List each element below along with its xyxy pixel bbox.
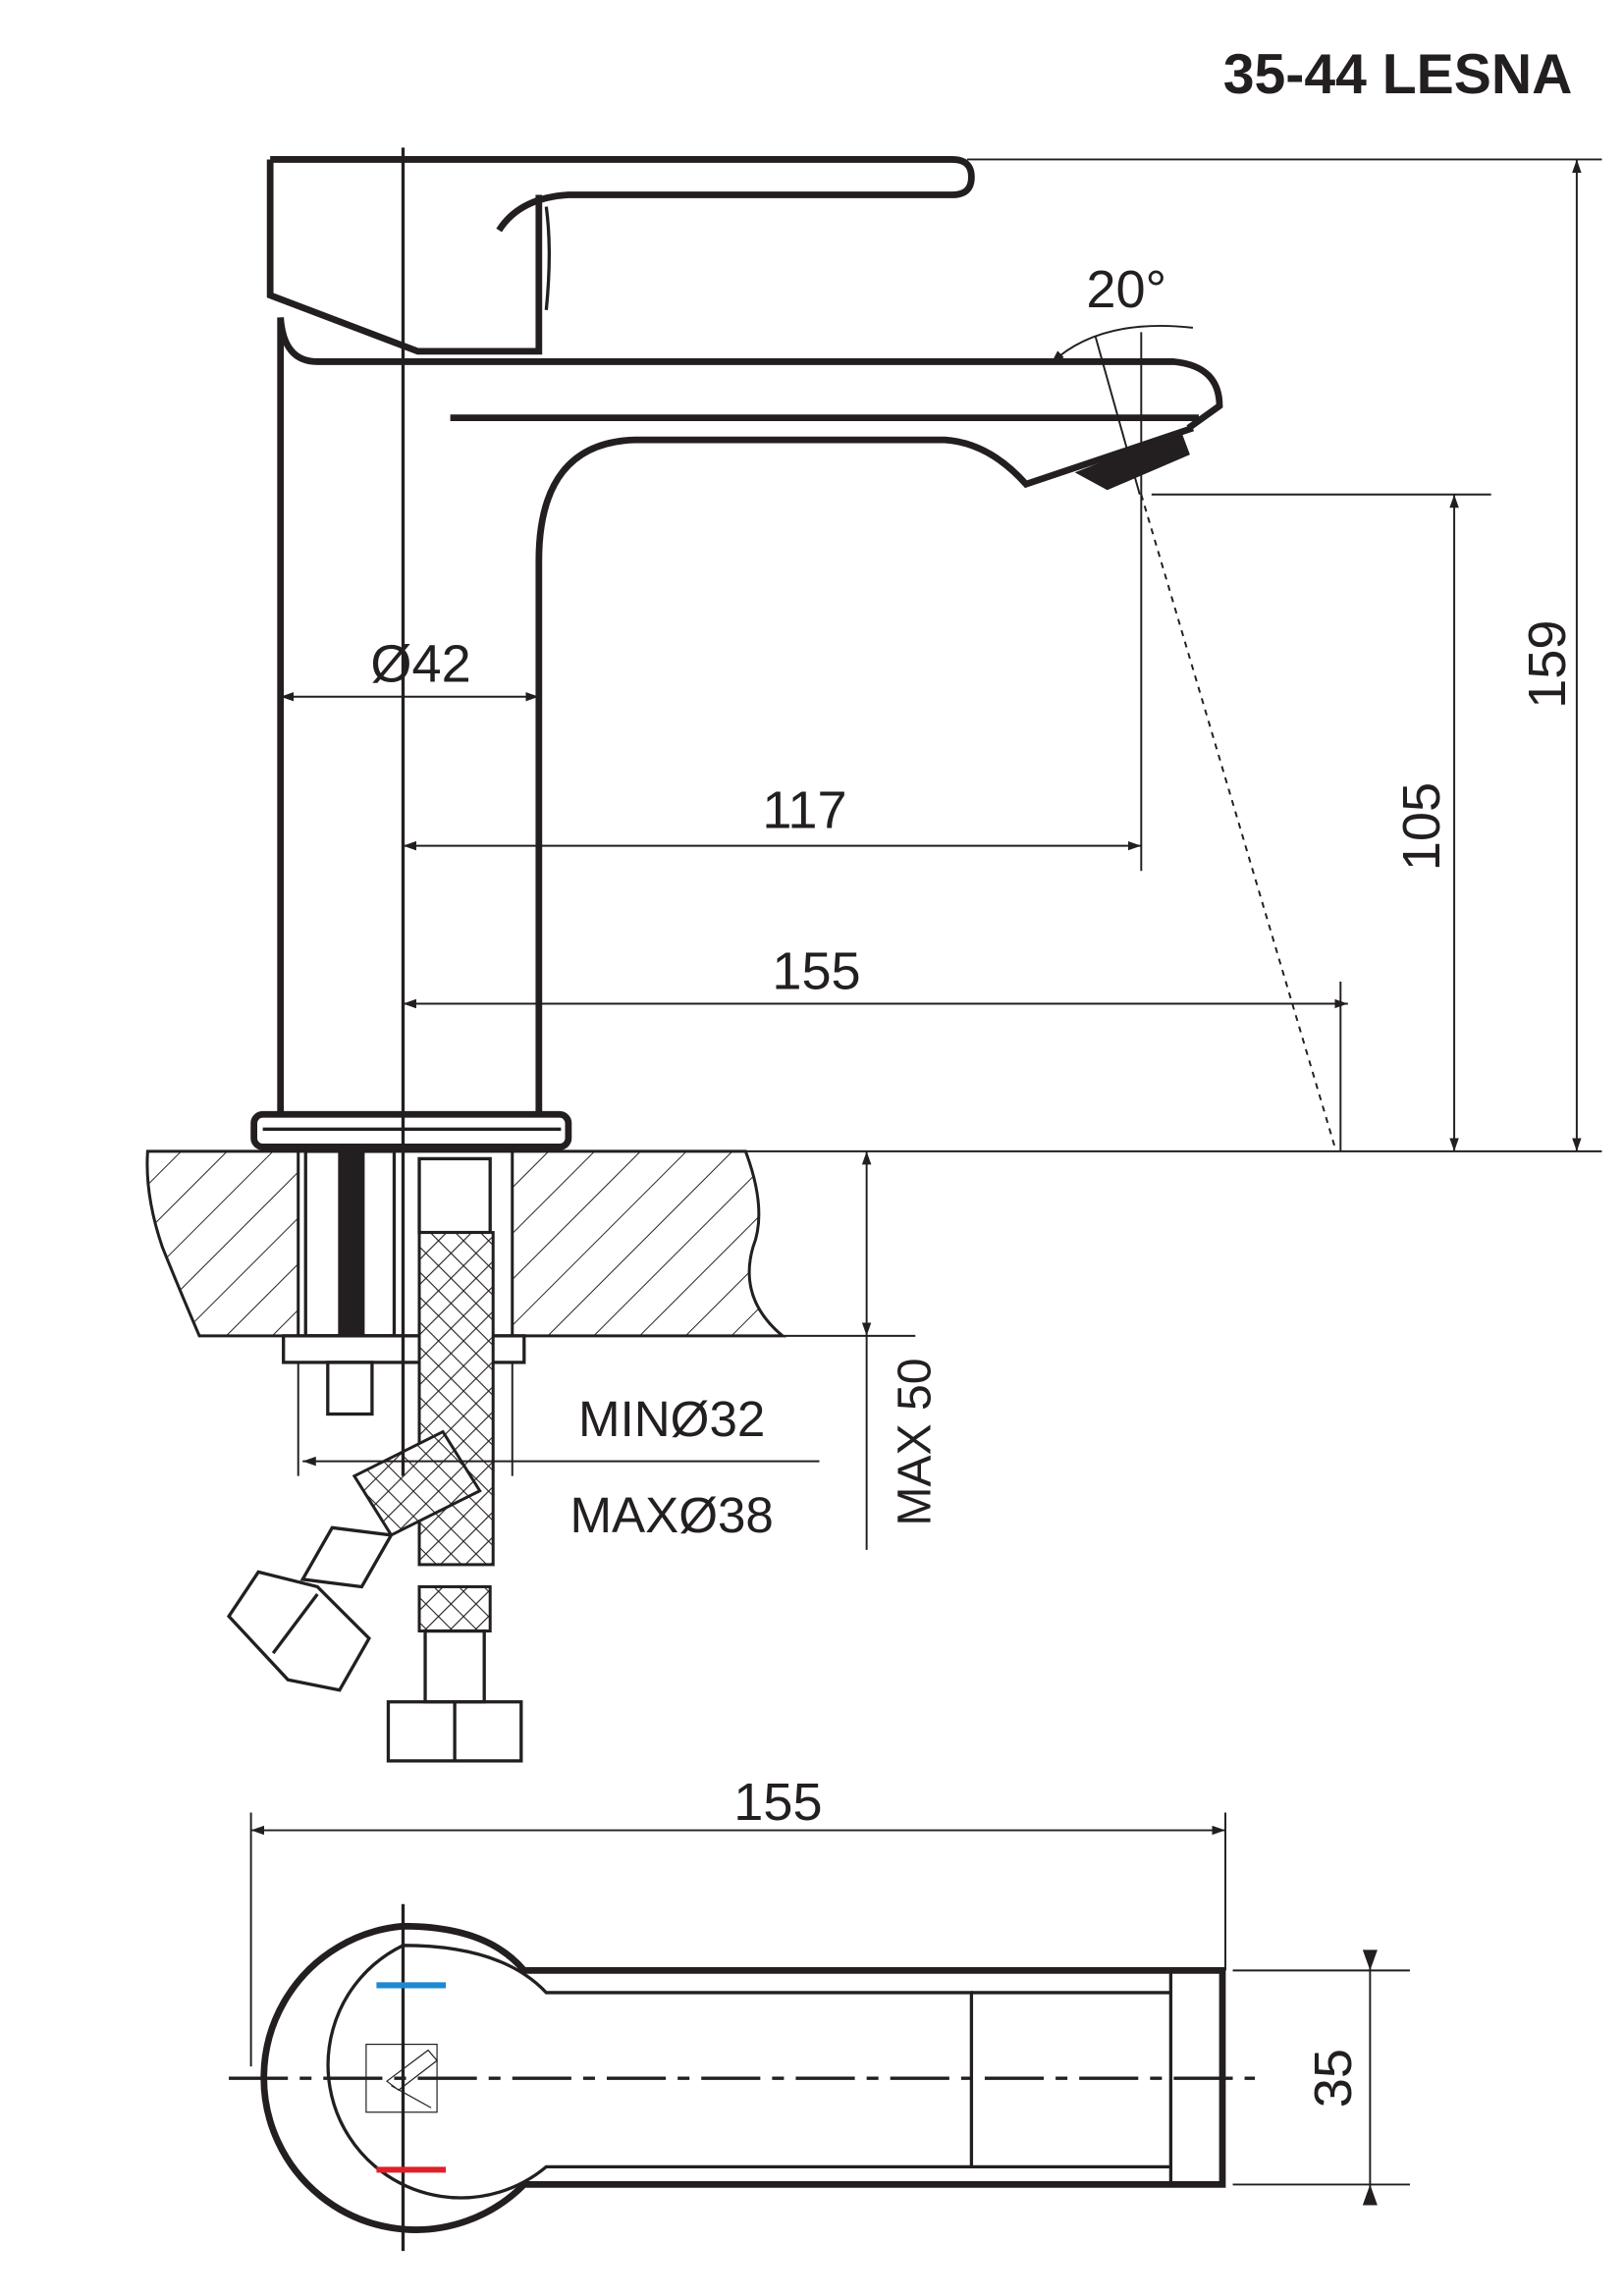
reach-label: 117 xyxy=(762,781,846,840)
brand-logo xyxy=(365,2043,438,2113)
reach-max-label: 155 xyxy=(772,941,860,1000)
diameter-label: Ø42 xyxy=(370,635,470,694)
top-width-label: 35 xyxy=(1304,2049,1363,2108)
hole-max-label: MAXØ38 xyxy=(569,1487,773,1543)
total-height-label: 159 xyxy=(1518,620,1577,709)
spout-height-label: 105 xyxy=(1392,782,1451,871)
hole-min-label: MINØ32 xyxy=(578,1391,765,1447)
dimensions: 20° Ø42 117 155 105 159 MAX 50 MINØ32 MA… xyxy=(280,147,1602,1550)
faucet-top-view: 155 35 xyxy=(229,1773,1410,2252)
angle-label: 20° xyxy=(1086,260,1166,319)
faucet-side-view xyxy=(250,156,1223,1150)
max-deck-label: MAX 50 xyxy=(888,1359,941,1526)
top-length-label: 155 xyxy=(733,1773,822,1832)
drawing-title: 35-44 LESNA xyxy=(1223,43,1573,106)
countertop-section xyxy=(145,1149,1602,1763)
